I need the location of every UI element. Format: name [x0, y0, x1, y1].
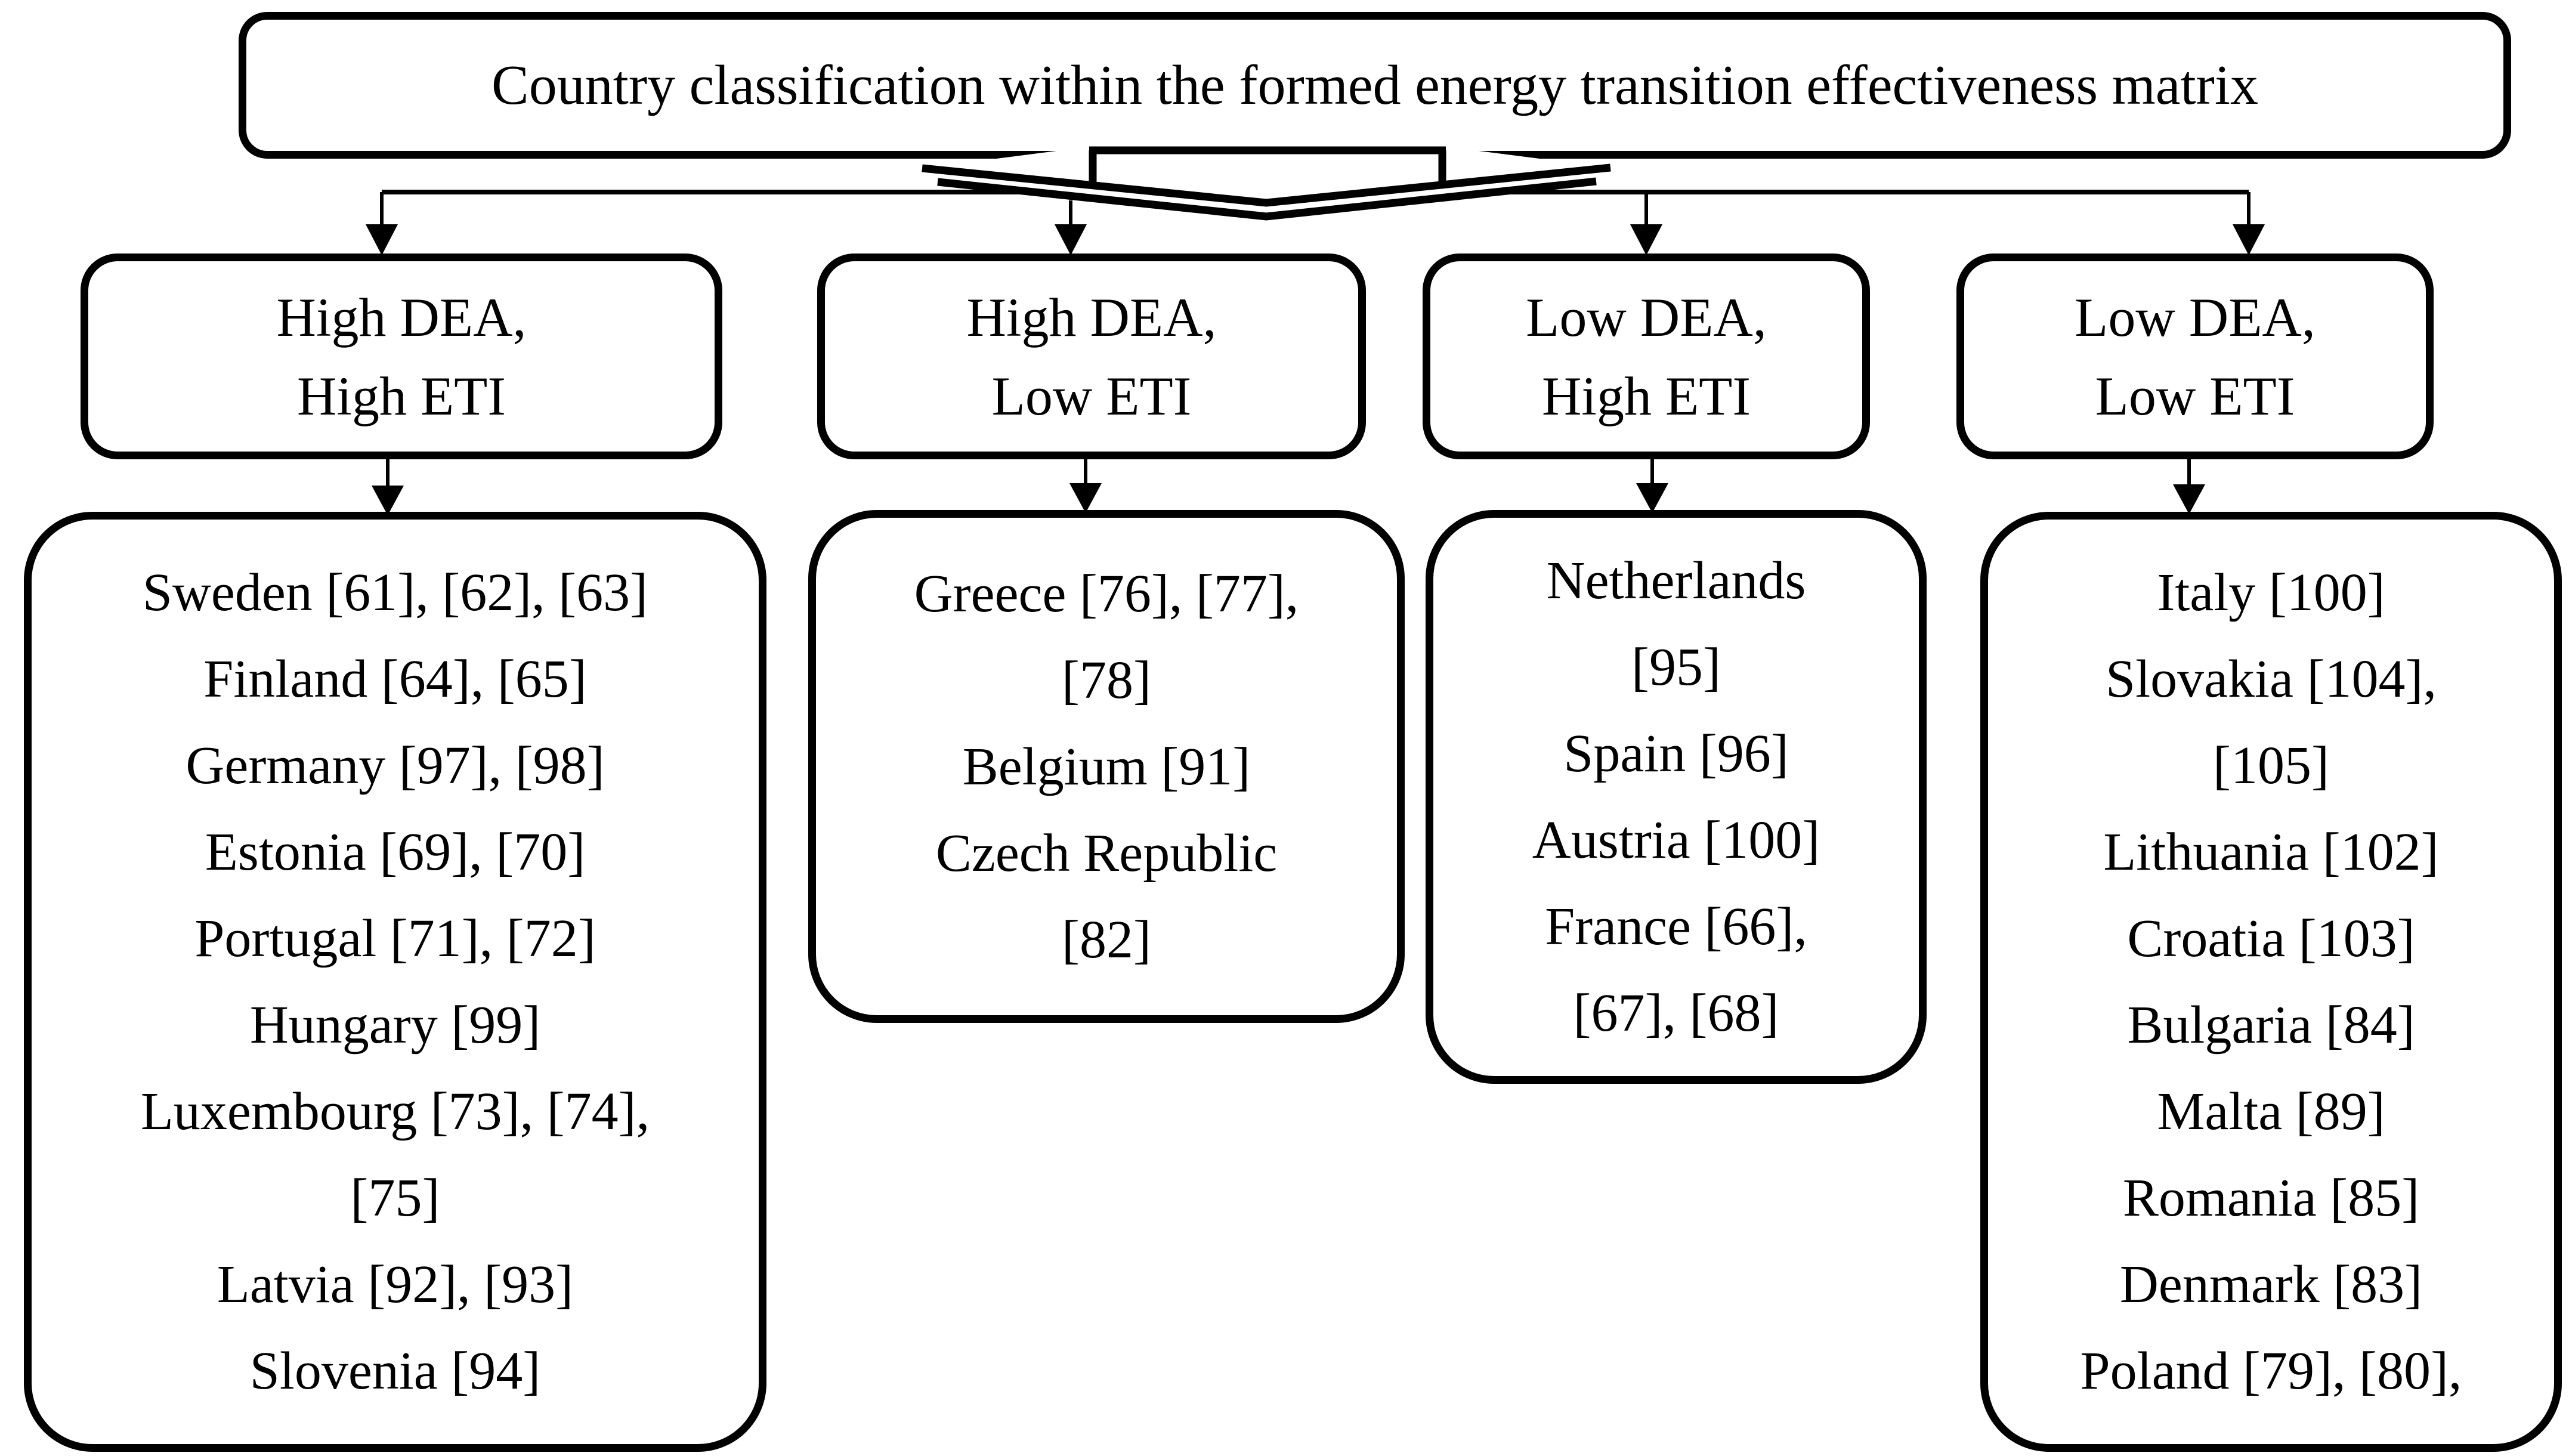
- country-list-high-dea-high-eti: Sweden [61], [62], [63] Finland [64], [65…: [32, 549, 759, 1414]
- text-line: Low DEA,: [1526, 286, 1767, 348]
- text-line: [75]: [350, 1168, 440, 1228]
- text-line: Poland [79], [80],: [2080, 1341, 2462, 1401]
- drop-arrow-high-dea-high-eti: [366, 192, 398, 255]
- text-line: [67], [68]: [1573, 984, 1779, 1043]
- list-arrow-high-dea-high-eti: [372, 459, 404, 515]
- text-line: Slovenia [94]: [249, 1341, 541, 1401]
- text-line: Czech Republic: [935, 823, 1278, 883]
- text-line: Romania [85]: [2122, 1168, 2420, 1228]
- header-box-low-dea-high-eti: Low DEA, High ETI: [1423, 254, 1870, 459]
- drop-arrowhead-icon: [2233, 224, 2265, 255]
- text-line: Slovakia [104],: [2106, 650, 2437, 709]
- header-label-high-dea-high-eti: High DEA, High ETI: [88, 278, 715, 435]
- text-line: Estonia [69], [70]: [205, 823, 586, 882]
- drop-arrow-high-dea-low-eti: [1055, 200, 1087, 255]
- text-line: Low ETI: [2095, 365, 2295, 426]
- header-box-high-dea-low-eti: High DEA, Low ETI: [817, 254, 1366, 459]
- list-arrow-low-dea-high-eti: [1636, 459, 1668, 513]
- header-box-high-dea-high-eti: High DEA, High ETI: [81, 254, 722, 459]
- text-line: High DEA,: [276, 286, 527, 348]
- text-line: Portugal [71], [72]: [194, 909, 596, 968]
- text-line: Luxembourg [73], [74],: [140, 1082, 650, 1141]
- text-line: Austria [100]: [1532, 811, 1820, 870]
- text-line: Germany [97], [98]: [186, 736, 605, 795]
- page-title: Country classification within the formed…: [491, 54, 2258, 116]
- country-list-box-low-dea-low-eti: Italy [100] Slovakia [104], [105] Lithuania…: [1980, 512, 2562, 1452]
- block-arrow-chevron-outer: [922, 163, 1611, 207]
- text-line: Sweden [61], [62], [63]: [142, 563, 648, 622]
- drop-arrowhead-icon: [1055, 224, 1087, 255]
- block-arrow-chevron-inner: [937, 177, 1597, 221]
- text-line: Belgium [91]: [962, 737, 1251, 796]
- text-line: Spain [96]: [1563, 724, 1789, 783]
- text-line: High DEA,: [966, 286, 1217, 348]
- text-line: Finland [64], [65]: [203, 650, 587, 709]
- text-line: Malta [89]: [2157, 1082, 2385, 1141]
- country-list-high-dea-low-eti: Greece [76], [77], [78] Belgium [91] Czech …: [816, 551, 1397, 983]
- country-list-box-high-dea-high-eti: Sweden [61], [62], [63] Finland [64], [65…: [24, 512, 766, 1452]
- text-line: High ETI: [296, 365, 506, 426]
- drop-arrowhead-icon: [366, 224, 398, 255]
- list-arrow-high-dea-low-eti: [1069, 459, 1102, 513]
- text-line: Low ETI: [991, 365, 1192, 426]
- list-arrow-low-dea-low-eti: [2173, 459, 2205, 514]
- list-arrowhead-icon: [372, 486, 404, 515]
- text-line: Greece [76], [77],: [914, 564, 1299, 623]
- header-box-low-dea-low-eti: Low DEA, Low ETI: [1956, 254, 2434, 459]
- header-label-high-dea-low-eti: High DEA, Low ETI: [825, 278, 1358, 435]
- country-list-box-low-dea-high-eti: Netherlands [95] Spain [96] Austria [100] Fr…: [1426, 510, 1927, 1084]
- text-line: Low DEA,: [2075, 286, 2316, 348]
- text-line: Denmark [83]: [2119, 1255, 2423, 1314]
- drop-arrow-low-dea-high-eti: [1630, 192, 1662, 255]
- text-line: Lithuania [102]: [2103, 823, 2439, 882]
- text-line: Italy [100]: [2157, 563, 2385, 622]
- title-box: Country classification within the formed…: [239, 12, 2511, 159]
- text-line: [78]: [1062, 650, 1151, 710]
- header-label-low-dea-high-eti: Low DEA, High ETI: [1430, 278, 1862, 435]
- list-arrowhead-icon: [2173, 484, 2205, 514]
- text-line: Hungary [99]: [249, 996, 541, 1055]
- list-arrowhead-icon: [1069, 483, 1102, 513]
- text-line: [105]: [2213, 736, 2329, 795]
- text-line: Bulgaria [84]: [2127, 996, 2415, 1055]
- header-label-low-dea-low-eti: Low DEA, Low ETI: [1964, 278, 2426, 435]
- text-line: Latvia [92], [93]: [217, 1255, 574, 1314]
- list-arrowhead-icon: [1636, 483, 1668, 513]
- text-line: High ETI: [1541, 365, 1751, 426]
- country-list-box-high-dea-low-eti: Greece [76], [77], [78] Belgium [91] Czech …: [808, 510, 1405, 1023]
- country-list-low-dea-low-eti: Italy [100] Slovakia [104], [105] Lithuania…: [1988, 549, 2554, 1414]
- text-line: [95]: [1631, 638, 1721, 697]
- drop-arrowhead-icon: [1630, 224, 1662, 255]
- text-line: France [66],: [1545, 897, 1807, 956]
- text-line: [82]: [1062, 910, 1151, 969]
- text-line: Netherlands: [1546, 551, 1806, 610]
- country-list-low-dea-high-eti: Netherlands [95] Spain [96] Austria [100] Fr…: [1433, 537, 1919, 1056]
- text-line: Croatia [103]: [2127, 909, 2415, 968]
- drop-arrow-low-dea-low-eti: [2233, 192, 2265, 255]
